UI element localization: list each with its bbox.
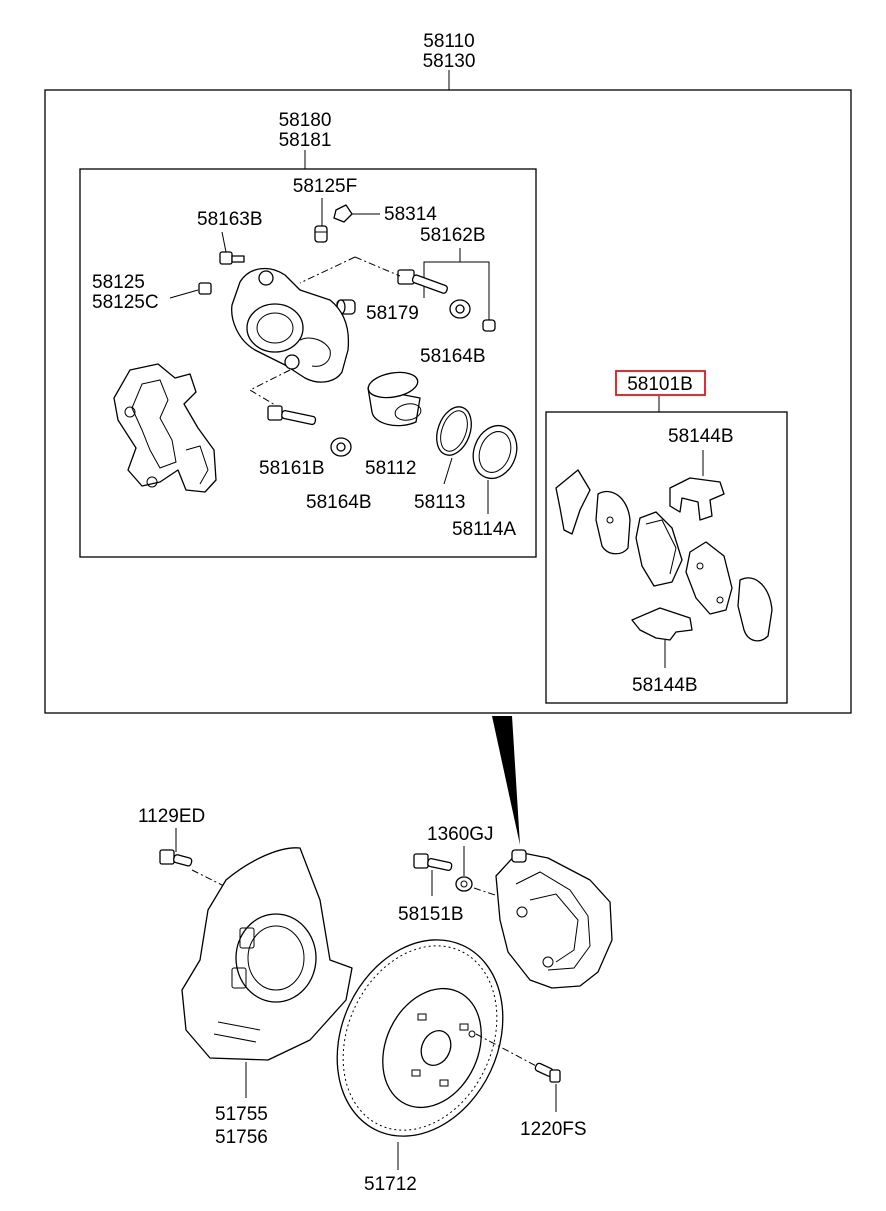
pad-clip-lower xyxy=(631,607,693,641)
disc-rotor xyxy=(336,939,504,1137)
fitting xyxy=(198,282,212,295)
label-guide-bolt[interactable]: 58161B xyxy=(259,458,325,479)
label-boot-upper[interactable]: 58164B xyxy=(420,346,486,367)
svg-text:58130: 58130 xyxy=(423,51,476,72)
mount-bolt xyxy=(413,853,453,871)
label-pad-clip-lower[interactable]: 58144B xyxy=(632,675,698,696)
caliper-body xyxy=(231,267,350,383)
shield-bolt xyxy=(159,849,193,867)
label-pad-clip-upper[interactable]: 58144B xyxy=(668,426,734,447)
label-piston-seal[interactable]: 58113 xyxy=(414,492,465,513)
piston-boot xyxy=(472,424,518,480)
svg-text:58181: 58181 xyxy=(279,130,332,151)
bushing xyxy=(336,299,356,315)
bleeder-cap xyxy=(333,204,353,223)
label-bleeder-screw[interactable]: 58125F xyxy=(293,176,357,197)
label-bushing[interactable]: 58179 xyxy=(366,303,419,324)
boot-upper xyxy=(449,299,471,319)
bolt-58163b xyxy=(219,251,245,265)
label-dust-shield[interactable]: 51755 51756 xyxy=(215,1104,268,1148)
rotor-screw xyxy=(534,1062,561,1083)
guide-bolt xyxy=(267,405,317,426)
guide-pin xyxy=(397,269,449,294)
svg-text:58110: 58110 xyxy=(423,31,474,52)
brake-pad-outer xyxy=(635,511,683,587)
bleeder-screw xyxy=(314,225,328,243)
label-assembly-top[interactable]: 58110 58130 xyxy=(423,31,476,72)
label-piston[interactable]: 58112 xyxy=(365,458,416,479)
label-shield-bolt[interactable]: 1129ED xyxy=(138,806,205,827)
label-guide-pins[interactable]: 58162B xyxy=(420,225,486,246)
label-bleeder-cap[interactable]: 58314 xyxy=(384,204,437,225)
assembly-pointer xyxy=(492,716,520,845)
shim-outer xyxy=(555,469,591,535)
piston-seal xyxy=(436,406,472,456)
svg-text:58125C: 58125C xyxy=(92,292,159,313)
guide-pin-cap xyxy=(482,319,496,332)
label-piston-boot[interactable]: 58114A xyxy=(452,519,516,540)
label-caliper-kit[interactable]: 58180 58181 xyxy=(279,110,332,151)
assembly-frame xyxy=(44,89,852,714)
caliper-assembly xyxy=(495,849,613,989)
svg-text:58125: 58125 xyxy=(92,272,145,293)
caliper-kit-frame xyxy=(79,168,537,558)
svg-text:51756: 51756 xyxy=(215,1127,268,1148)
brake-pad-outer-backing xyxy=(595,490,631,555)
label-mount-bolt[interactable]: 58151B xyxy=(398,904,464,925)
boot-lower xyxy=(330,437,352,457)
pad-clip-upper xyxy=(669,477,725,521)
label-disc-rotor[interactable]: 51712 xyxy=(364,1174,417,1195)
piston xyxy=(367,371,422,427)
label-bolt-58163b[interactable]: 58163B xyxy=(197,209,263,230)
brake-pad-inner-backing xyxy=(737,577,773,642)
label-bracket-bolt[interactable]: 1360GJ xyxy=(427,824,494,845)
label-pad-kit[interactable]: 58101B xyxy=(627,374,693,395)
label-fitting[interactable]: 58125 58125C xyxy=(92,272,159,313)
svg-text:58180: 58180 xyxy=(279,110,332,131)
dust-shield xyxy=(181,847,353,1061)
caliper-bracket xyxy=(113,363,217,493)
bracket-bolt xyxy=(455,876,473,892)
label-rotor-screw[interactable]: 1220FS xyxy=(520,1119,587,1140)
pad-kit-frame xyxy=(545,411,788,704)
pad-kit-highlight xyxy=(615,370,706,396)
label-boot-lower[interactable]: 58164B xyxy=(306,492,372,513)
brake-pad-inner xyxy=(685,541,733,615)
svg-text:51755: 51755 xyxy=(215,1104,268,1125)
